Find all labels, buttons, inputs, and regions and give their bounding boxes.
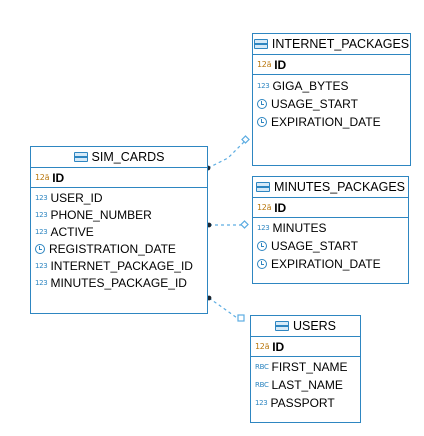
entity-header[interactable]: SIM_CARDS bbox=[31, 147, 207, 168]
column-name: INTERNET_PACKAGE_ID bbox=[50, 258, 193, 273]
column-name: PHONE_NUMBER bbox=[50, 207, 152, 222]
text-type-icon: RBC bbox=[255, 363, 269, 371]
column-name: ID bbox=[52, 170, 65, 185]
entity-title: MINUTES_PACKAGES bbox=[273, 180, 406, 194]
primary-key-row[interactable]: 12ä ID bbox=[253, 55, 410, 75]
column-row[interactable]: EXPIRATION_DATE bbox=[253, 255, 408, 273]
column-name: FIRST_NAME bbox=[271, 360, 348, 374]
column-name: ID bbox=[274, 200, 287, 215]
number-type-icon: 123 bbox=[35, 227, 48, 236]
link-user bbox=[208, 297, 241, 321]
table-icon bbox=[253, 39, 268, 49]
column-name: USER_ID bbox=[50, 190, 103, 205]
entity-internet-packages[interactable]: INTERNET_PACKAGES 12ä ID 123 GIGA_BYTES … bbox=[252, 33, 411, 166]
column-row[interactable]: 123 MINUTES_PACKAGE_ID bbox=[31, 274, 207, 291]
number-type-icon: 123 bbox=[35, 278, 48, 287]
column-name: ACTIVE bbox=[50, 224, 94, 239]
column-row[interactable]: 123 PHONE_NUMBER bbox=[31, 206, 207, 223]
column-name: EXPIRATION_DATE bbox=[271, 115, 381, 129]
column-row[interactable]: EXPIRATION_DATE bbox=[253, 113, 410, 131]
clock-icon bbox=[257, 99, 267, 109]
column-name: EXPIRATION_DATE bbox=[271, 257, 381, 271]
table-icon bbox=[274, 321, 289, 331]
entity-header[interactable]: USERS bbox=[251, 316, 360, 337]
key-number-icon: 12ä bbox=[255, 342, 270, 351]
column-row[interactable]: USAGE_START bbox=[253, 95, 410, 113]
column-name: GIGA_BYTES bbox=[272, 79, 349, 93]
column-row[interactable]: 123 GIGA_BYTES bbox=[253, 77, 410, 95]
column-row[interactable]: 123 PASSPORT bbox=[251, 394, 360, 412]
link-user-end-mark bbox=[237, 314, 245, 322]
entity-sim-cards[interactable]: SIM_CARDS 12ä ID 123 USER_ID 123 PHONE_N… bbox=[30, 146, 208, 314]
column-name: USAGE_START bbox=[271, 97, 358, 111]
column-name: REGISTRATION_DATE bbox=[49, 241, 176, 256]
key-number-icon: 12ä bbox=[257, 60, 272, 69]
primary-key-row[interactable]: 12ä ID bbox=[253, 198, 408, 218]
column-name: ID bbox=[274, 57, 287, 72]
number-type-icon: 123 bbox=[257, 224, 270, 232]
column-name: ID bbox=[272, 339, 285, 354]
clock-icon bbox=[257, 117, 267, 127]
column-name: MINUTES bbox=[272, 221, 327, 235]
link-internet-package bbox=[207, 138, 246, 169]
link-minutes-end-diamond bbox=[240, 220, 249, 229]
column-row[interactable]: 123 INTERNET_PACKAGE_ID bbox=[31, 257, 207, 274]
number-type-icon: 123 bbox=[35, 261, 48, 270]
primary-key-row[interactable]: 12ä ID bbox=[251, 337, 360, 357]
number-type-icon: 123 bbox=[257, 82, 270, 90]
entity-title: INTERNET_PACKAGES bbox=[271, 37, 410, 51]
entity-users[interactable]: USERS 12ä ID RBC FIRST_NAME RBC LAST_NAM… bbox=[250, 315, 361, 423]
number-type-icon: 123 bbox=[255, 399, 268, 407]
text-type-icon: RBC bbox=[255, 381, 269, 389]
column-row[interactable]: RBC FIRST_NAME bbox=[251, 358, 360, 376]
table-icon bbox=[255, 182, 270, 192]
entity-title: SIM_CARDS bbox=[91, 150, 165, 164]
table-icon bbox=[73, 152, 88, 162]
primary-key-row[interactable]: 12ä ID bbox=[31, 168, 207, 188]
clock-icon bbox=[257, 241, 267, 251]
key-number-icon: 12ä bbox=[35, 173, 50, 182]
entity-header[interactable]: MINUTES_PACKAGES bbox=[253, 177, 408, 198]
entity-title: USERS bbox=[292, 319, 337, 333]
column-row[interactable]: USAGE_START bbox=[253, 237, 408, 255]
number-type-icon: 123 bbox=[35, 193, 48, 202]
column-row[interactable]: 123 MINUTES bbox=[253, 219, 408, 237]
column-row[interactable]: 123 USER_ID bbox=[31, 189, 207, 206]
column-name: MINUTES_PACKAGE_ID bbox=[50, 275, 187, 290]
clock-icon bbox=[35, 243, 45, 254]
key-number-icon: 12ä bbox=[257, 203, 272, 212]
entity-minutes-packages[interactable]: MINUTES_PACKAGES 12ä ID 123 MINUTES USAG… bbox=[252, 176, 409, 284]
column-name: USAGE_START bbox=[271, 239, 358, 253]
column-row[interactable]: 123 ACTIVE bbox=[31, 223, 207, 240]
column-row[interactable]: REGISTRATION_DATE bbox=[31, 240, 207, 257]
number-type-icon: 123 bbox=[35, 210, 48, 219]
column-row[interactable]: RBC LAST_NAME bbox=[251, 376, 360, 394]
column-name: LAST_NAME bbox=[271, 378, 343, 392]
column-name: PASSPORT bbox=[270, 396, 335, 410]
link-internet-end-diamond bbox=[241, 135, 250, 144]
entity-header[interactable]: INTERNET_PACKAGES bbox=[253, 34, 410, 55]
clock-icon bbox=[257, 259, 267, 269]
